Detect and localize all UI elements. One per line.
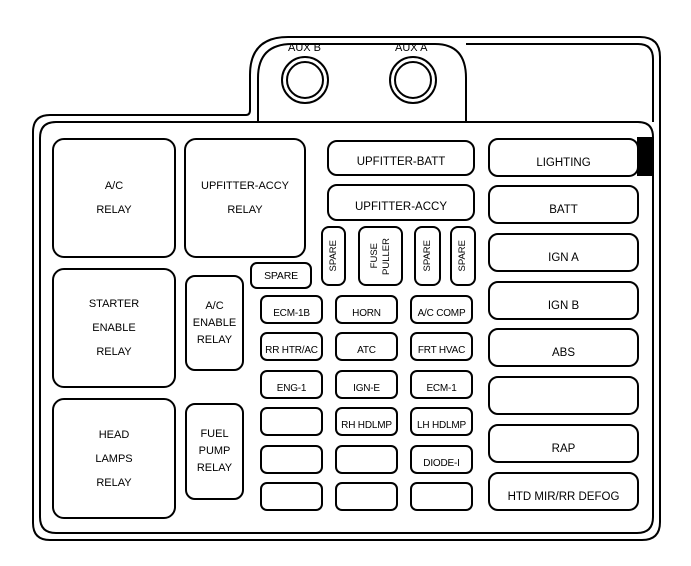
fuse-label: LIGHTING (536, 157, 591, 169)
maxi-fuse[interactable] (488, 376, 639, 415)
fuse-label: LH HDLMP (417, 420, 466, 431)
fuse-puller-label-line-2: PULLER (380, 237, 392, 275)
fuse-spare-vertical-3[interactable]: SPARE (450, 226, 476, 286)
maxi-fuse[interactable]: IGN B (488, 281, 639, 320)
aux-b-socket[interactable] (281, 56, 329, 104)
fuse-label: HORN (352, 308, 381, 319)
fuse-label: DIODE-I (423, 458, 460, 469)
mini-fuse[interactable]: ECM-1B (260, 295, 323, 324)
maxi-fuse[interactable]: RAP (488, 424, 639, 463)
relay-label-line: ENABLE (92, 322, 136, 334)
fuse-label: ENG-1 (276, 383, 307, 394)
maxi-fuse[interactable]: HTD MIR/RR DEFOG (488, 472, 639, 511)
housing-inner-edge (39, 121, 654, 534)
relay-label-line: ENABLE (192, 316, 237, 329)
mini-fuse[interactable]: RR HTR/AC (260, 332, 323, 361)
relay-label-line: UPFITTER-ACCY (201, 180, 289, 192)
fuse-label: SPARE (264, 269, 298, 282)
maxi-fuse[interactable]: LIGHTING (488, 138, 639, 177)
mini-fuse[interactable] (260, 407, 323, 436)
fuse-label: A/C COMP (417, 308, 466, 319)
ac-enable-relay[interactable]: A/C ENABLE RELAY (185, 275, 244, 371)
mini-fuse[interactable]: ENG-1 (260, 370, 323, 399)
relay-label-line: FUEL (200, 428, 229, 440)
mini-fuse[interactable] (335, 445, 398, 474)
relay-label-line: RELAY (96, 476, 132, 489)
fuse-label: SPARE (421, 240, 433, 272)
mini-fuse[interactable] (260, 445, 323, 474)
mini-fuse[interactable]: ATC (335, 332, 398, 361)
relay-label-line: A/C (104, 180, 124, 192)
mini-fuse[interactable]: DIODE-I (410, 445, 473, 474)
relay-label-line: A/C (205, 299, 224, 312)
housing-top-right-inner (466, 43, 654, 122)
black-marker (637, 137, 652, 176)
relay-label-line: RELAY (227, 204, 263, 216)
relay-label-line: PUMP (198, 445, 231, 457)
mini-fuse[interactable] (410, 482, 473, 511)
relay-label-line: RELAY (196, 462, 233, 474)
fuse-label: IGN B (547, 300, 580, 312)
fuse-label: RR HTR/AC (265, 345, 318, 356)
fuse-puller-label-line-1: FUSE (368, 243, 380, 269)
fuse-spare-horizontal[interactable]: SPARE (250, 262, 312, 289)
fuse-label: ECM-1 (426, 383, 457, 394)
housing-outer-edge (32, 36, 661, 541)
starter-enable-relay[interactable]: STARTER ENABLE RELAY (52, 268, 176, 388)
fuse-label: ATC (357, 345, 376, 356)
mini-fuse[interactable]: HORN (335, 295, 398, 324)
mini-fuse[interactable] (260, 482, 323, 511)
relay-label-line: LAMPS (95, 452, 133, 465)
mini-fuse[interactable]: FRT HVAC (410, 332, 473, 361)
fuel-pump-relay[interactable]: FUEL PUMP RELAY (185, 403, 244, 500)
fuse-label: ECM-1B (273, 308, 310, 319)
fuse-upfitter-batt[interactable]: UPFITTER-BATT (327, 140, 475, 176)
fuse-label: FRT HVAC (417, 345, 466, 356)
fuse-label: ABS (551, 347, 575, 359)
fuse-label: SPARE (457, 240, 468, 272)
relay-label-line: STARTER (88, 298, 140, 310)
fuse-label: RAP (551, 443, 576, 455)
fuse-spare-vertical-2[interactable]: SPARE (414, 226, 441, 286)
mini-fuse[interactable] (335, 482, 398, 511)
mini-fuse[interactable]: LH HDLMP (410, 407, 473, 436)
maxi-fuse[interactable]: ABS (488, 328, 639, 367)
relay-label-line: RELAY (96, 346, 132, 358)
relay-label-line: RELAY (96, 204, 132, 216)
maxi-fuse[interactable]: IGN A (488, 233, 639, 272)
fuse-spare-vertical-1[interactable]: SPARE (321, 226, 346, 286)
fuse-label: HTD MIR/RR DEFOG (507, 491, 620, 503)
fuse-label: UPFITTER-ACCY (355, 201, 447, 213)
fuse-upfitter-accy[interactable]: UPFITTER-ACCY (327, 184, 475, 221)
fuse-label: UPFITTER-BATT (356, 156, 446, 168)
aux-b-label: AUX B (288, 42, 322, 54)
head-lamps-relay[interactable]: HEAD LAMPS RELAY (52, 398, 176, 519)
ac-relay[interactable]: A/C RELAY (52, 138, 176, 258)
maxi-fuse[interactable]: BATT (488, 185, 639, 224)
mini-fuse[interactable]: RH HDLMP (335, 407, 398, 436)
relay-label-line: HEAD (98, 428, 130, 441)
upfitter-accy-relay[interactable]: UPFITTER-ACCY RELAY (184, 138, 306, 258)
mini-fuse[interactable]: ECM-1 (410, 370, 473, 399)
fuse-label: IGN A (548, 252, 579, 264)
fuse-label: IGN-E (353, 383, 380, 394)
relay-label-line: RELAY (196, 333, 233, 346)
mini-fuse[interactable]: A/C COMP (410, 295, 473, 324)
aux-a-socket[interactable] (389, 56, 437, 104)
fuse-label: SPARE (327, 240, 339, 272)
fuse-puller[interactable]: FUSE PULLER (358, 226, 403, 286)
aux-tab-inner-edge (257, 43, 467, 121)
fuse-label: BATT (549, 204, 578, 216)
mini-fuse[interactable]: IGN-E (335, 370, 398, 399)
aux-a-label: AUX A (395, 42, 428, 54)
fuse-label: RH HDLMP (341, 420, 392, 431)
